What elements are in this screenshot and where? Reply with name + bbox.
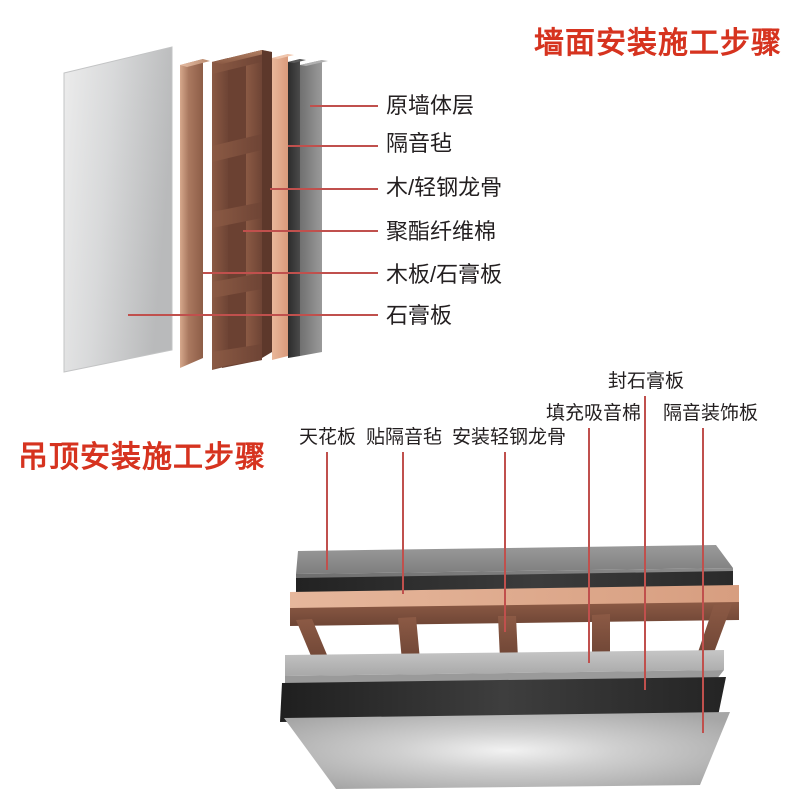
wall-label-gypsum-board: 石膏板 [386, 303, 453, 328]
wall-label-polyester-cotton: 聚酯纤维棉 [386, 219, 497, 244]
wall-section-title: 墙面安装施工步骤 [534, 27, 782, 60]
ceiling-label-seal-gypsum: 封石膏板 [608, 371, 685, 392]
ceiling-label-apply-felt: 贴隔音毡 [366, 427, 443, 448]
wall-label-soundproof-felt: 隔音毡 [386, 131, 453, 156]
wall-label-original-wall: 原墙体层 [386, 93, 475, 118]
ceiling-label-decorative-panel: 隔音装饰板 [663, 403, 759, 424]
ceiling-label-install-steel-keel: 安装轻钢龙骨 [452, 427, 567, 448]
ceiling-section-title: 吊顶安装施工步骤 [18, 441, 266, 474]
ceiling-label-ceiling: 天花板 [299, 427, 357, 448]
wall-label-wood-steel-keel: 木/轻钢龙骨 [386, 175, 503, 200]
ceiling-label-fill-cotton: 填充吸音棉 [546, 403, 642, 424]
wall-label-wood-gypsum-board: 木板/石膏板 [386, 262, 503, 287]
